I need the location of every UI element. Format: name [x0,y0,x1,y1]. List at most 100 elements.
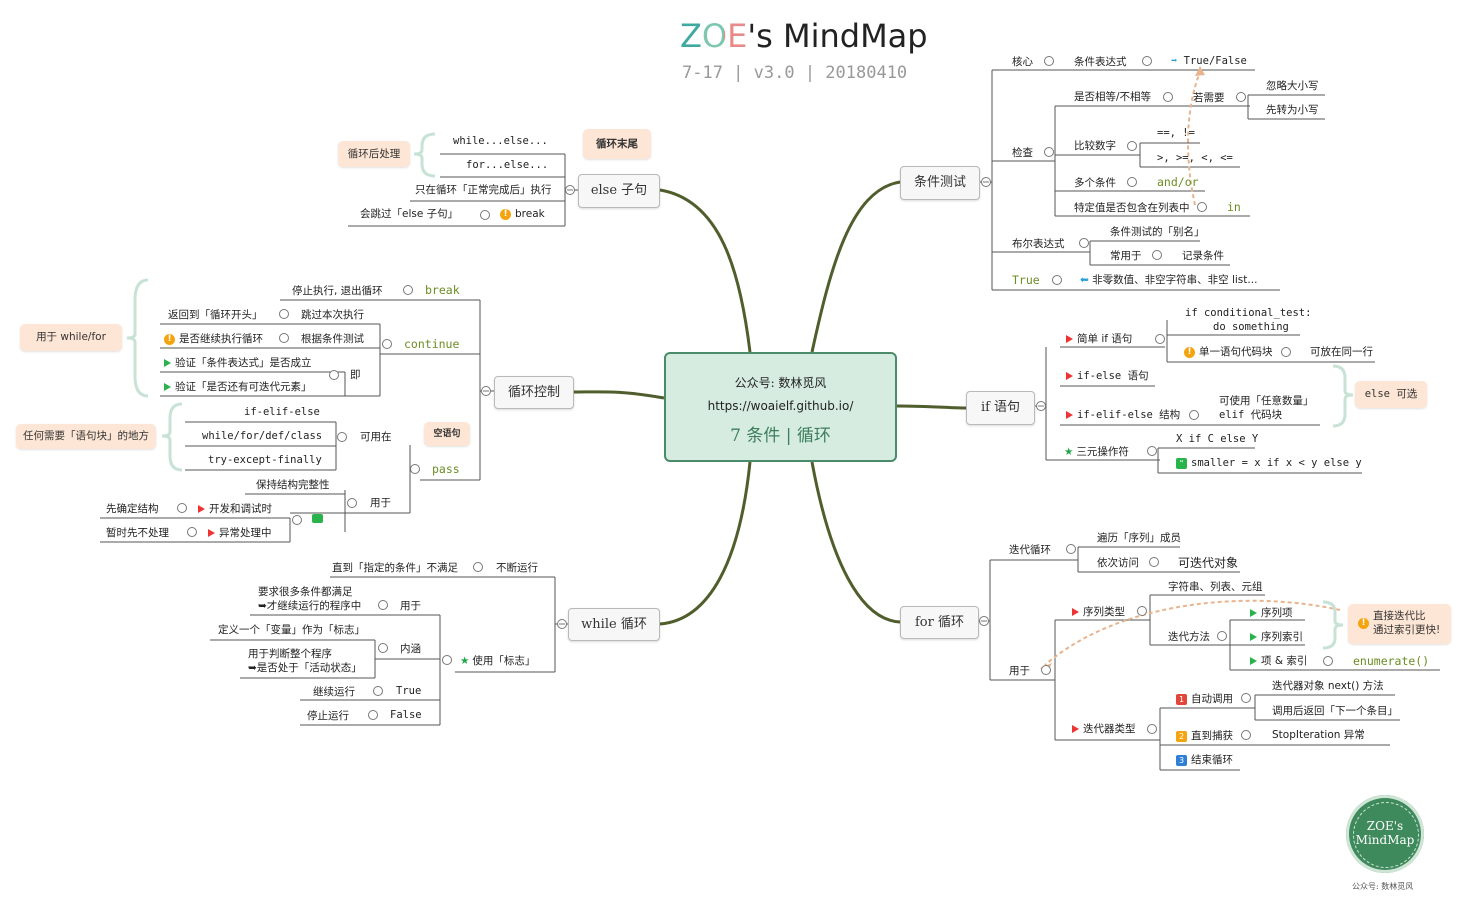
core-node[interactable]: 核心 [1012,56,1033,68]
verify-cond-node[interactable]: 验证「条件表达式」是否成立 [164,356,312,370]
pass-keyword[interactable]: pass [432,462,460,476]
dev-debug-node[interactable]: 开发和调试时 [198,502,272,516]
while-else-node[interactable]: while...else... [453,135,548,147]
if-code-line1[interactable]: if conditional_test: [1185,307,1312,319]
simple-if-node[interactable]: 简单 if 语句 [1066,332,1132,346]
ternary-node[interactable]: ★三元操作符 [1064,445,1129,459]
cond-expr-node[interactable]: 条件表达式 [1074,56,1127,68]
only-normal-node[interactable]: 只在循环「正常完成后」执行 [415,184,552,196]
iterable-node[interactable]: 可迭代对象 [1178,556,1239,570]
iterate-node[interactable]: 迭代循环 [1009,544,1051,556]
if-elif-node[interactable]: if-elif-else 结构 [1066,408,1180,422]
stop-run-node[interactable]: 停止运行 [307,710,349,722]
for-else-node[interactable]: for...else... [466,159,549,171]
break-keyword[interactable]: break [425,283,460,297]
item-index-node[interactable]: 项 & 索引 [1250,654,1307,668]
stop-iteration-node[interactable]: StopIteration 异常 [1272,729,1365,741]
ji-node[interactable]: 即 [350,369,361,381]
until-node[interactable]: 直到「指定的条件」不满足 [332,562,458,574]
branch-while-loop[interactable]: while 循环 [568,608,660,641]
use-flag-node[interactable]: ★使用「标志」 [460,654,535,668]
verify-iter-node[interactable]: 验证「是否还有可迭代元素」 [164,380,312,394]
usable-in-node[interactable]: 可用在 [360,431,392,443]
ignore-now-node[interactable]: 暂时先不处理 [106,527,169,539]
break-node[interactable]: !break [500,207,545,221]
record-node[interactable]: 记录条件 [1182,250,1224,262]
true-node[interactable]: True [396,685,422,697]
one-line-node[interactable]: !单一语句代码块 [1184,345,1273,359]
compare-node[interactable]: 比较数字 [1074,140,1116,152]
seq-type-node[interactable]: 序列类型 [1072,605,1125,619]
pass-used-for-node[interactable]: 用于 [370,497,391,509]
branch-else-clause[interactable]: else 子句 [578,174,660,208]
true-keyword[interactable]: True [1012,273,1040,287]
while-used-in-node[interactable]: 用于 [400,600,421,612]
same-line-node[interactable]: 可放在同一行 [1310,346,1373,358]
break-desc-node[interactable]: 停止执行, 退出循环 [292,285,383,297]
if-elif-else-usage[interactable]: if-elif-else [244,406,320,418]
decide-struct-node[interactable]: 先确定结构 [106,503,159,515]
branch-condition-test[interactable]: 条件测试 [900,166,980,200]
skip-else-node[interactable]: 会跳过「else 子句」 [360,208,459,220]
many-cond-line2[interactable]: ➥才继续运行的程序中 [258,600,362,612]
continue-check-node[interactable]: !是否继续执行循环 [164,332,263,346]
seq-index-node[interactable]: 序列索引 [1250,630,1303,644]
nonzero-node[interactable]: ⬅ 非零数值、非空字符串、非空 list... [1080,273,1257,287]
many-cond-line1[interactable]: 要求很多条件都满足 [258,586,353,598]
exception-node[interactable]: 异常处理中 [208,526,272,540]
return-head-node[interactable]: 返回到「循环开头」 [168,309,263,321]
op-eq-node[interactable]: ==, != [1157,127,1195,139]
if-else-node[interactable]: if-else 语句 [1066,369,1149,383]
contains-node[interactable]: 特定值是否包含在列表中 [1074,202,1190,214]
equal-node[interactable]: 是否相等/不相等 [1074,91,1152,103]
for-used-for-node[interactable]: 用于 [1009,665,1030,677]
to-lower-node[interactable]: 先转为小写 [1266,104,1319,116]
keep-struct-node[interactable]: 保持结构完整性 [256,479,330,491]
if-needed-node[interactable]: 若需要 [1193,92,1225,104]
and-or-node[interactable]: and/or [1157,175,1199,189]
while-for-def-usage[interactable]: while/for/def/class [202,430,323,442]
false-node[interactable]: False [390,709,422,721]
judge-line2[interactable]: ➥是否处于「活动状态」 [248,662,362,674]
ignore-case-node[interactable]: 忽略大小写 [1266,80,1319,92]
ternary-example-node[interactable]: "smaller = x if x < y else y [1176,456,1362,470]
iter-type-node[interactable]: 迭代器类型 [1072,722,1136,736]
check-node[interactable]: 检查 [1012,147,1033,159]
branch-loop-control[interactable]: 循环控制 [494,376,574,409]
by-condition-node[interactable]: 根据条件测试 [301,333,364,345]
multi-node[interactable]: 多个条件 [1074,177,1116,189]
str-list-node[interactable]: 字符串、列表、元组 [1168,581,1263,593]
if-code-line2[interactable]: do something [1213,321,1289,333]
true-false-node[interactable]: ➡ True/False [1171,54,1247,68]
skip-current-node[interactable]: 跳过本次执行 [301,309,364,321]
visit-node[interactable]: 依次访问 [1097,557,1139,569]
next-item-node[interactable]: 调用后返回「下一个条目」 [1272,705,1398,717]
ternary-expr-node[interactable]: X if C else Y [1176,433,1259,445]
in-keyword[interactable]: in [1227,200,1241,214]
continue-run-node[interactable]: 继续运行 [313,686,355,698]
traverse-node[interactable]: 遍历「序列」成员 [1097,532,1181,544]
branch-if-statement[interactable]: if 语句 [966,391,1035,425]
op-cmp-node[interactable]: >, >=, <, <= [1157,152,1233,164]
central-topic[interactable]: 公众号: 数林觅风 https://woaielf.github.io/ 7 条… [664,352,897,462]
try-except-usage[interactable]: try-except-finally [208,454,322,466]
alias-node[interactable]: 条件测试的「别名」 [1110,226,1205,238]
any-num-line1[interactable]: 可使用「任意数量」 [1219,395,1314,407]
seq-item-node[interactable]: 序列项 [1250,606,1293,620]
any-num-line2[interactable]: elif 代码块 [1219,409,1283,421]
meaning-node[interactable]: 内涵 [400,643,421,655]
judge-line1[interactable]: 用于判断整个程序 [248,648,332,660]
next-method-node[interactable]: 迭代器对象 next() 方法 [1272,680,1384,692]
continue-keyword[interactable]: continue [404,337,460,351]
define-flag-node[interactable]: 定义一个「变量」作为「标志」 [218,624,365,636]
red-flag-icon [1072,608,1079,616]
iter-method-node[interactable]: 迭代方法 [1168,631,1210,643]
keep-running-node[interactable]: 不断运行 [496,562,538,574]
bool-expr-node[interactable]: 布尔表达式 [1012,238,1065,250]
enumerate-node[interactable]: enumerate() [1353,654,1430,668]
branch-for-loop[interactable]: for 循环 [900,606,979,639]
commonly-node[interactable]: 常用于 [1110,250,1142,262]
